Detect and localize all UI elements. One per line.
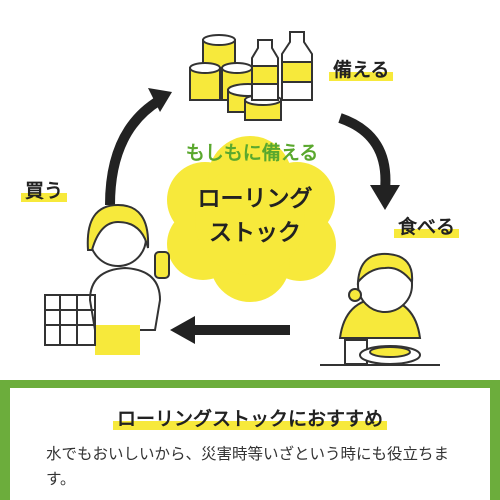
arrow-buy-to-prepare xyxy=(105,95,163,206)
center-cloud xyxy=(167,136,336,302)
recommendation-card: ローリングストックにおすすめ 水でもおいしいから、災害時等いざという時にも役立ち… xyxy=(10,388,490,500)
arrowhead-down-icon xyxy=(370,185,400,210)
step-prepare-label: 備える xyxy=(329,55,394,82)
arrowhead-up-icon xyxy=(148,88,172,112)
step-buy-label: 買う xyxy=(21,176,68,203)
canned-food-stock-icon xyxy=(189,31,313,121)
center-title-line1: ローリング xyxy=(197,186,313,212)
girl-shopping-illustration xyxy=(44,203,170,355)
rolling-stock-cycle-diagram: 備える 食べる 買う もしもに備える ローリング ストック xyxy=(21,31,460,366)
arrow-prepare-to-eat xyxy=(338,113,391,191)
cycle-arrows xyxy=(105,95,391,335)
recommendation-title: ローリングストックにおすすめ xyxy=(10,404,490,431)
recommendation-body: 水でもおいしいから、災害時等いざという時にも役立ちます。 xyxy=(46,445,450,488)
center-title-line2: ストック xyxy=(209,220,301,246)
cycle-subtitle: もしもに備える xyxy=(185,142,319,164)
arrowhead-left-icon xyxy=(170,316,195,344)
cycle-center-title: ローリング ストック xyxy=(170,182,340,250)
recommendation-panel: ローリングストックにおすすめ 水でもおいしいから、災害時等いざという時にも役立ち… xyxy=(0,380,500,500)
step-eat-label: 食べる xyxy=(394,212,460,239)
cycle-illustration xyxy=(44,31,440,366)
girl-eating-illustration xyxy=(320,252,440,366)
